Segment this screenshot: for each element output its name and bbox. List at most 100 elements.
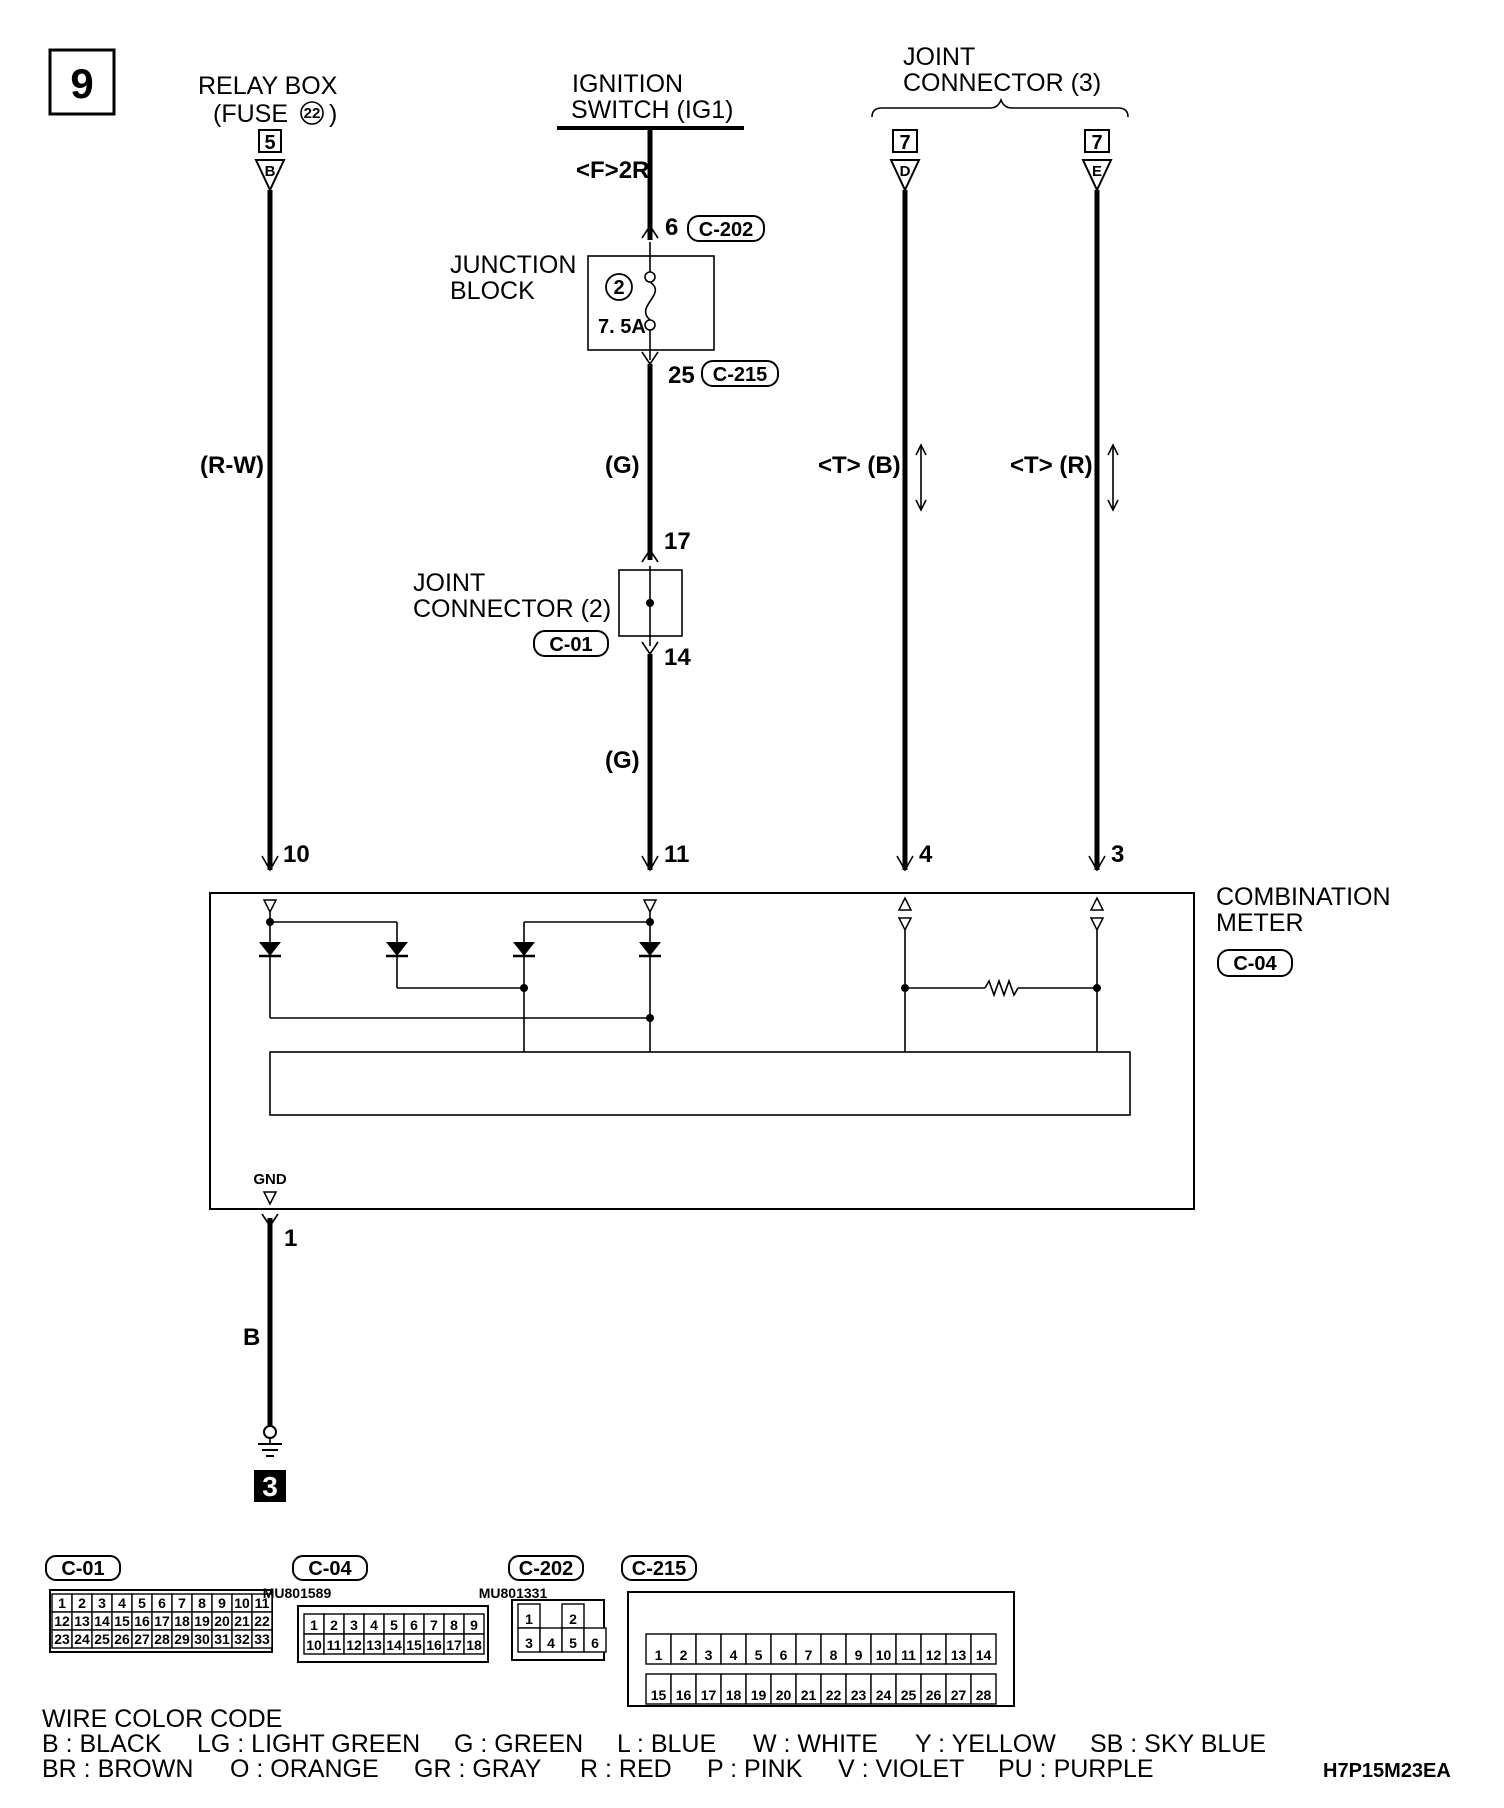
connector-pin-number: 14 [94, 1613, 110, 1629]
connector-pin-number: 6 [158, 1595, 166, 1611]
connector-cavity [463, 1633, 485, 1655]
meter-in-10-marker [262, 899, 278, 914]
connector-cavity [870, 1633, 897, 1665]
connector-pin-number: 21 [234, 1613, 250, 1629]
meter-diode-network [259, 912, 661, 1052]
conn-c215-label: C-215 [713, 364, 767, 386]
jb-pin-out: 25 [668, 362, 695, 389]
connector-pin-number: 5 [390, 1617, 398, 1633]
relay-box-title: RELAY BOX [198, 72, 338, 100]
connector-cavity [670, 1673, 697, 1705]
connector-cavity [870, 1673, 897, 1705]
connector-pin-number: 1 [58, 1595, 66, 1611]
ground-number-box [254, 1470, 286, 1502]
connector-pin-number: 1 [525, 1611, 533, 1627]
connector-pin-number: 25 [901, 1687, 917, 1703]
connector-pin-number: 4 [118, 1595, 126, 1611]
connector-pin-number: 9 [218, 1595, 226, 1611]
legend-item: GR : GRAY [414, 1755, 542, 1783]
connector-pin-number: 10 [306, 1637, 322, 1653]
connector-pin-number: 5 [138, 1595, 146, 1611]
fuse-number-circle [300, 101, 324, 125]
jb-fuse-element [644, 281, 657, 321]
connector-pin-number: 5 [755, 1647, 763, 1663]
ig-upper-wire-color: (G) [605, 452, 640, 479]
connector-pin-number: 14 [386, 1637, 402, 1653]
conn-c01-pill [533, 630, 609, 657]
connector-pin-number: 18 [174, 1613, 190, 1629]
connector-pin-number: 11 [255, 1595, 270, 1611]
connector-pin-number: 32 [234, 1631, 250, 1647]
conn-c202-label: C-202 [699, 219, 753, 241]
connector-cavity [770, 1633, 797, 1665]
meter-pin-10: 10 [283, 841, 310, 868]
joint2-title: JOINT [413, 569, 485, 597]
connector-pin-number: 1 [310, 1617, 318, 1633]
connector-pin-number: 4 [730, 1647, 738, 1663]
meter-pin-3: 3 [1111, 841, 1124, 868]
jb-fuse-node-bottom [644, 319, 656, 331]
ground-wire-color: B [243, 1324, 260, 1351]
connector-cavity [895, 1673, 922, 1705]
relay-connector-letter: B [265, 163, 276, 180]
connector-pin-number: 7 [178, 1595, 186, 1611]
connector-cavity [720, 1673, 747, 1705]
legend-item: V : VIOLET [838, 1755, 964, 1783]
connector-pin-number: 12 [926, 1647, 942, 1663]
ignition-wire-color: <F>2R [576, 157, 649, 184]
junction-block-title: JUNCTION [450, 251, 576, 279]
relay-box-fuse-label: (FUSE ) [213, 100, 337, 128]
conn-c01-label: C-01 [549, 634, 592, 656]
meter-gnd-label: GND [253, 1171, 287, 1188]
connector-cavity [251, 1629, 273, 1649]
connector-pin-number: 10 [876, 1647, 892, 1663]
connector-cavity [920, 1633, 947, 1665]
connector-cavity [820, 1633, 847, 1665]
joint3-brace [871, 97, 1129, 118]
joint3-title: JOINT [903, 43, 975, 71]
jc2-pin-out: 14 [664, 644, 691, 671]
connector-cavity [895, 1633, 922, 1665]
meter-internal-block [269, 1051, 1131, 1116]
connector-pin-number: 15 [114, 1613, 130, 1629]
page-number: 9 [70, 60, 93, 107]
connector-pin-number: 21 [801, 1687, 817, 1703]
jb-fuse-number: 2 [613, 277, 624, 299]
connector-pin-number: 13 [74, 1613, 90, 1629]
connector-pin-number: 14 [976, 1647, 992, 1663]
conn-c04-pill [1217, 949, 1293, 977]
connector-pin-number: 6 [410, 1617, 418, 1633]
connector-pin-number: 13 [951, 1647, 967, 1663]
connector-pin-number: 16 [676, 1687, 692, 1703]
connector-pin-number: 2 [680, 1647, 688, 1663]
meter-title: COMBINATION [1216, 883, 1391, 911]
legend-row-1: B : BLACK LG : LIGHT GREEN G : GREEN L :… [42, 1730, 1266, 1758]
connector-pin-number: 9 [855, 1647, 863, 1663]
connector-pin-number: 27 [134, 1631, 150, 1647]
legend-item: L : BLUE [617, 1730, 716, 1758]
d-bidirectional-arrow [915, 443, 927, 512]
page-number-box [48, 48, 116, 116]
legend-item: LG : LIGHT GREEN [197, 1730, 420, 1758]
meter-pin-4-terminal [896, 855, 914, 872]
connector-pin-number: 24 [74, 1631, 90, 1647]
legend-item: BR : BROWN [42, 1755, 193, 1783]
connector-pin-number: 8 [198, 1595, 206, 1611]
connector-pin-number: 8 [830, 1647, 838, 1663]
connector-cavity [695, 1633, 722, 1665]
connector-cavity [745, 1673, 772, 1705]
connector-pin-number: 23 [54, 1631, 70, 1647]
connector-pin-number: 4 [370, 1617, 378, 1633]
meter-in-11-marker [642, 899, 658, 914]
connector-pin-number: 3 [705, 1647, 713, 1663]
connector-pin-number: 20 [776, 1687, 792, 1703]
connector-pin-number: 13 [366, 1637, 382, 1653]
connector-pin-number: 18 [466, 1637, 482, 1653]
connector-pin-number: 26 [926, 1687, 942, 1703]
connector-pin-number: 11 [327, 1637, 342, 1653]
connector-pin-number: 7 [805, 1647, 813, 1663]
legend-item: O : ORANGE [230, 1755, 379, 1783]
connector-cavity [670, 1633, 697, 1665]
